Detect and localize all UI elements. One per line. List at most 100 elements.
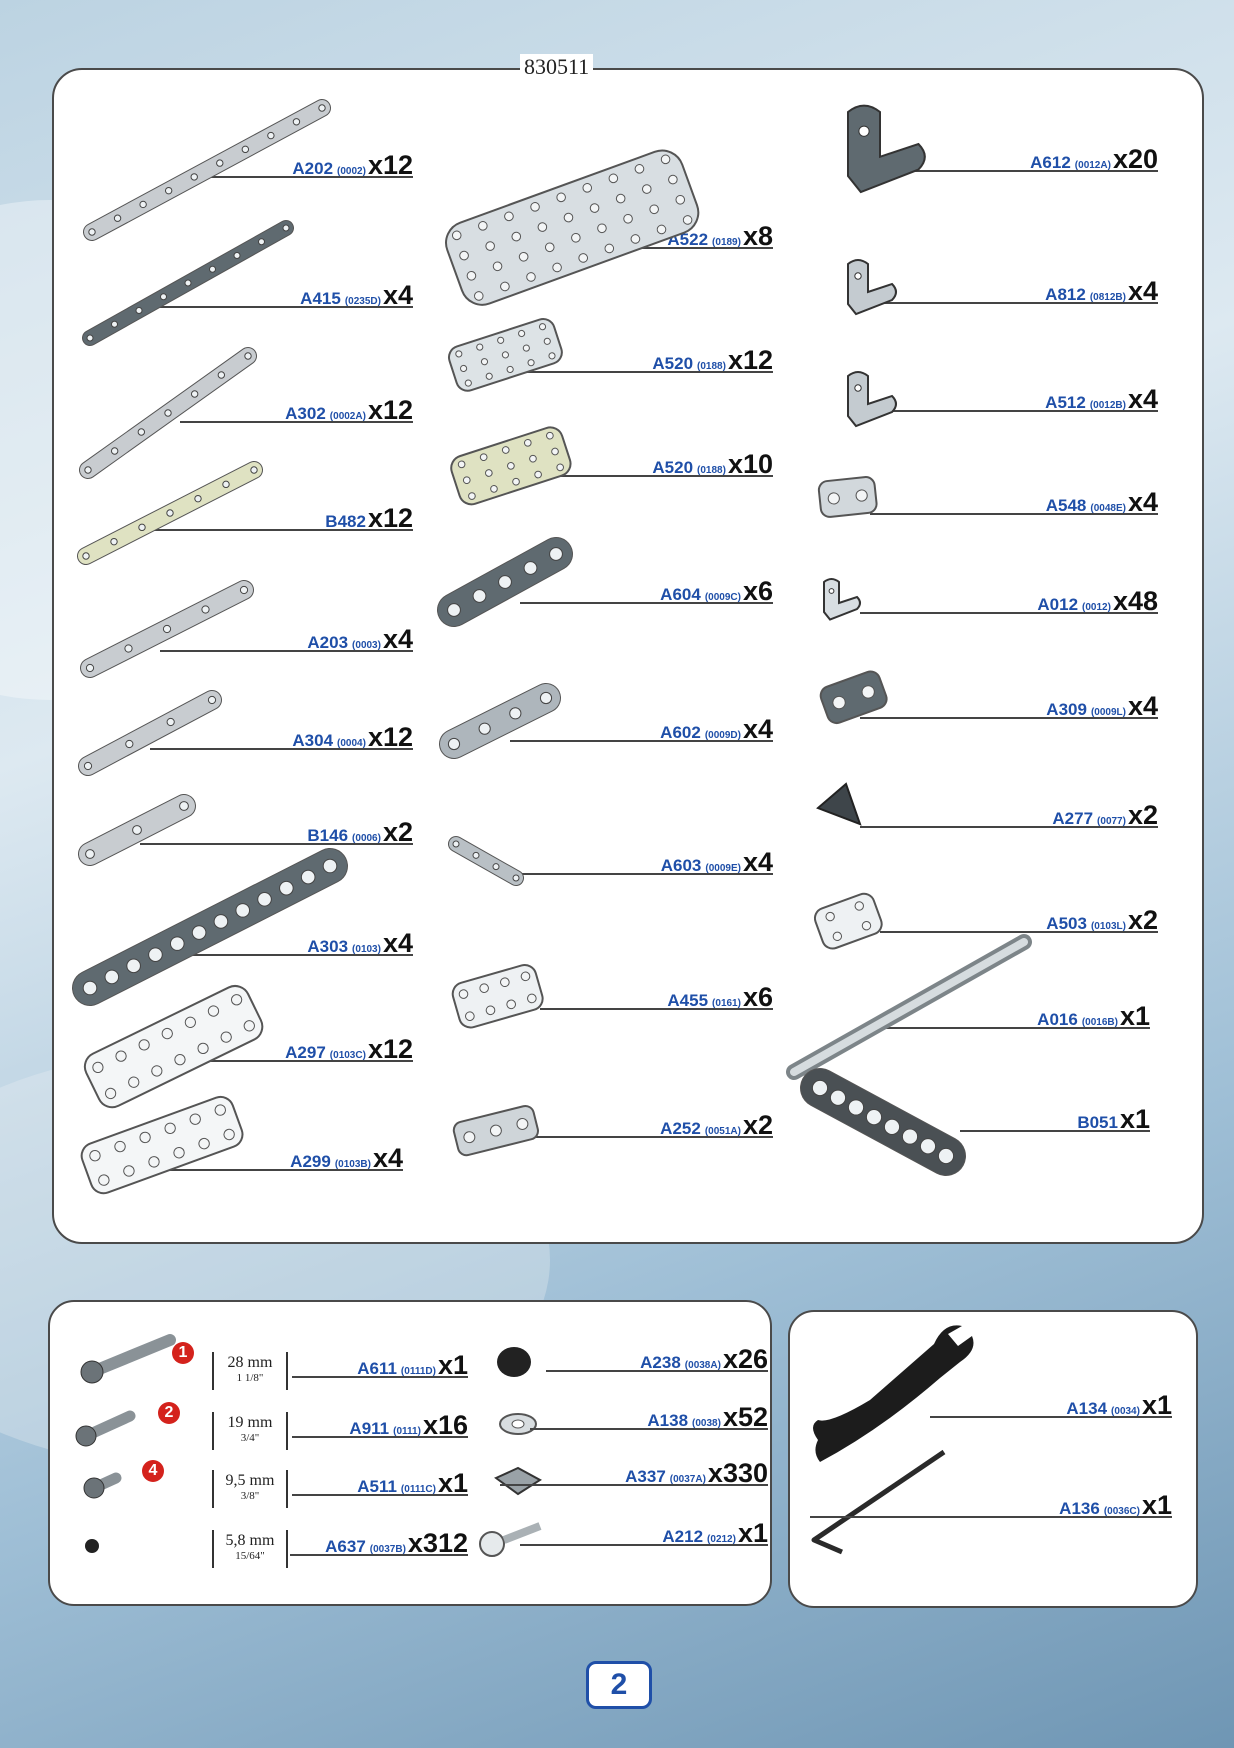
plate-a503 [813, 892, 883, 950]
leader-line [150, 748, 413, 750]
leader-line [530, 1428, 768, 1430]
bracket-a512 [847, 371, 897, 428]
length-mm: 5,8 mm [225, 1532, 275, 1549]
leader-line [140, 843, 413, 845]
strip-a202-hole [267, 131, 275, 140]
plate-hole [485, 241, 495, 251]
plate-hole [518, 329, 526, 338]
plate-hole [128, 1076, 140, 1088]
part-ref: (0038) [692, 1418, 721, 1429]
plate-hole [476, 343, 484, 351]
dimension-bar [286, 1530, 288, 1568]
leader-line [520, 602, 773, 604]
part-ref: (0016B) [1081, 1017, 1118, 1028]
plate-hole [656, 224, 667, 235]
flanged-plate-a604-hole [523, 561, 538, 575]
u-channel-a252 [452, 1104, 539, 1157]
plate-hole [485, 1005, 496, 1016]
plate-hole [501, 446, 510, 454]
plate-hole [198, 1137, 210, 1150]
part-quantity: x6 [742, 576, 773, 606]
page-number: 2 [586, 1661, 652, 1709]
document-code: 830511 [520, 54, 594, 80]
part-label-a503: A503(0103L)x2 [1046, 907, 1158, 934]
plate-hole [682, 215, 693, 225]
part-ref: (0111C) [400, 1484, 436, 1495]
plate-hole [630, 234, 641, 244]
nut-label-a337: A337(0037A)x330 [625, 1460, 768, 1487]
strip-a202-hole [241, 145, 250, 154]
strip-a303-hole [104, 969, 120, 985]
plate-hole [563, 212, 574, 223]
screw-label-a511: A511(0111C)x1 [357, 1470, 468, 1497]
flanged-plate-a455 [451, 964, 544, 1029]
plate-hole [506, 999, 516, 1010]
plate-hole [485, 372, 493, 380]
strip-a415-hole [111, 320, 118, 328]
part-ref: (0002) [337, 166, 366, 177]
strip-a203-hole [85, 663, 95, 673]
strip-a415-hole [135, 307, 143, 314]
screw-label-a637: A637(0037B)x312 [325, 1530, 468, 1557]
leader-line [510, 873, 773, 875]
plate-hole [854, 901, 864, 911]
plate-hole [511, 231, 522, 242]
part-ref: (0111) [393, 1426, 421, 1437]
length-inch: 3/4" [240, 1432, 260, 1444]
plate-body [451, 964, 544, 1029]
part-code: A012 [1037, 595, 1079, 614]
plate-hole [546, 431, 554, 440]
screw-head-a511 [83, 1477, 105, 1499]
strip-a302-hole [244, 352, 252, 360]
part-ref: (0103B) [334, 1159, 371, 1170]
wheel-strip-b051-hole [937, 1147, 955, 1165]
part-code: B146 [307, 826, 349, 845]
part-code: A602 [660, 723, 701, 742]
plate-hole [484, 469, 493, 477]
plate-hole [104, 1087, 117, 1100]
part-quantity: x1 [437, 1468, 468, 1498]
part-ref: (0038A) [684, 1360, 721, 1371]
plate-hole [460, 364, 468, 373]
rod-a016-highlight [790, 938, 1028, 1076]
screw-label-a911: A911(0111)x16 [349, 1412, 468, 1439]
plate-hole [500, 281, 510, 292]
tools-panel [788, 1310, 1198, 1608]
plate-hole [552, 262, 562, 273]
part-code: A252 [660, 1119, 701, 1138]
part-label-a299: A299(0103B)x4 [290, 1145, 403, 1172]
part-code: A202 [292, 159, 334, 178]
plate-hole [173, 1147, 185, 1159]
part-label-a604: A604(0009C)x6 [660, 578, 773, 605]
bracket-a612 [847, 104, 926, 194]
part-label-a016: A016(0016B)x1 [1037, 1003, 1150, 1030]
part-quantity: x12 [367, 503, 413, 533]
plate-hole [501, 351, 509, 359]
wheel-strip-b051-hole [847, 1099, 865, 1116]
part-quantity: x48 [1112, 586, 1158, 616]
parts-panel [52, 68, 1204, 1244]
angle-strip-a603-hole [492, 863, 500, 871]
washer-hole-a138 [511, 1419, 525, 1429]
leader-line [290, 1554, 468, 1556]
part-code: B051 [1077, 1113, 1118, 1132]
plate-hole [459, 250, 469, 261]
leader-line [510, 371, 773, 373]
length-mm: 19 mm [227, 1414, 273, 1431]
nut-label-a138: A138(0038)x52 [647, 1404, 768, 1431]
bracket-a812-hole [854, 272, 862, 280]
strip-a202-hole [190, 173, 198, 181]
part-label-a302: A302(0002A)x12 [285, 397, 413, 424]
part-ref: (0161) [712, 998, 741, 1009]
plate-hole [551, 447, 559, 456]
part-code: A303 [307, 937, 349, 956]
flanged-plate-a602-hole [509, 707, 522, 720]
plate-a522 [445, 149, 700, 306]
part-code: A309 [1046, 700, 1087, 719]
strip-a304-hole [83, 761, 93, 771]
part-ref: (0036C) [1103, 1506, 1140, 1517]
plate-hole [489, 1124, 502, 1137]
plate-hole [548, 352, 556, 360]
strip-a203-hole [162, 624, 172, 634]
